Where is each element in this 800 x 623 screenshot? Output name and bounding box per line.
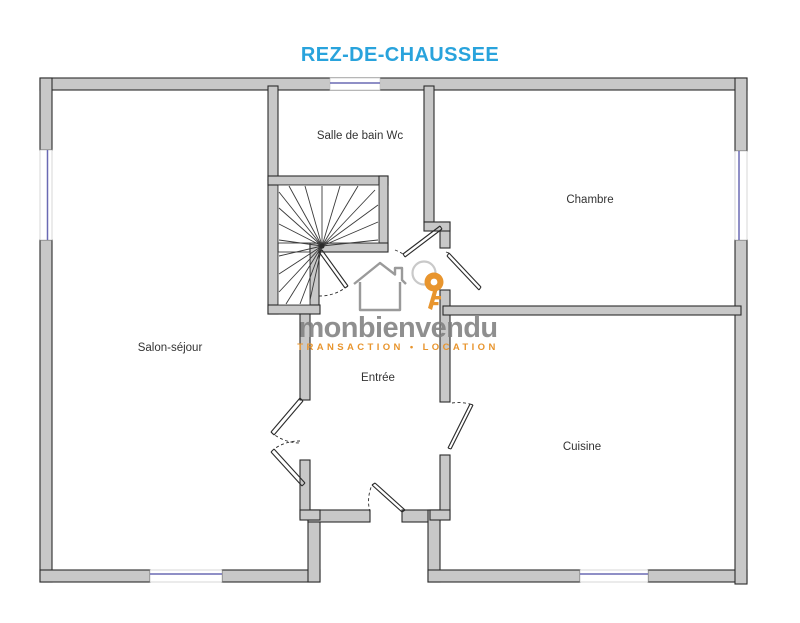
room-label-entree: Entrée (361, 372, 395, 384)
windows-group (39, 77, 748, 583)
wall-exterior-right-upper (734, 77, 748, 152)
wall-interior-stair-bottom (267, 304, 321, 315)
wall-exterior-left-upper (39, 77, 53, 151)
wall-exterior-top (39, 77, 748, 91)
wall-exterior-bottom-right2 (647, 569, 748, 583)
wall-interior-entree-bottom-left (299, 509, 321, 521)
wall-interior-chambre-cuisine (442, 305, 742, 316)
room-label-salon-sejour: Salon-séjour (137, 342, 203, 354)
window-cuisine-bottom (579, 569, 649, 583)
wall-exterior-bottom-right (427, 569, 581, 583)
window-salon-bottom (149, 569, 223, 583)
page-title: REZ-DE-CHAUSSEE (300, 44, 500, 66)
room-label-salle-de-bain-wc: Salle de bain Wc (316, 130, 404, 142)
doors-group (270, 225, 482, 513)
window-chambre-right (734, 150, 748, 241)
staircase-outline-lower (277, 251, 311, 306)
door-front-entrance (368, 482, 406, 513)
wall-exterior-bottom-left (39, 569, 151, 583)
staircase-treads (278, 185, 379, 305)
staircase-pivot (319, 243, 325, 249)
door-salon-lower (270, 440, 306, 487)
wall-exterior-left-middle (39, 239, 53, 583)
wall-interior-sdb-bottom (267, 175, 389, 186)
wall-interior-stair-right-upper (378, 175, 389, 251)
wall-interior-entree-right-mid (439, 289, 451, 403)
wall-exterior-right-middle (734, 239, 748, 585)
door-entree-right (445, 251, 482, 291)
wall-interior-stair-left (267, 85, 279, 181)
wall-interior-entree-right-lower (439, 454, 451, 519)
door-staircase (318, 249, 349, 297)
wall-interior-entree-top (423, 221, 451, 232)
wall-exterior-bottom-left2 (221, 569, 321, 583)
window-salon-left-upper (39, 149, 53, 241)
walls-group (39, 77, 748, 585)
wall-interior-stair-left2 (267, 179, 279, 315)
door-salon-upper (270, 397, 304, 444)
door-cuisine (447, 402, 474, 450)
wall-interior-salon-right-upper (299, 313, 311, 401)
wall-interior-sdb-right (423, 85, 435, 223)
window-salle-de-bain-top (329, 77, 381, 91)
room-label-chambre: Chambre (566, 194, 614, 206)
wall-interior-salon-right-lower (299, 459, 311, 519)
staircase-outline-upper (277, 184, 380, 244)
wall-interior-entree-bottom-right (429, 509, 451, 521)
spiral-winder-staircase (277, 184, 380, 306)
room-label-cuisine: Cuisine (562, 441, 602, 453)
door-chambre (394, 225, 443, 258)
